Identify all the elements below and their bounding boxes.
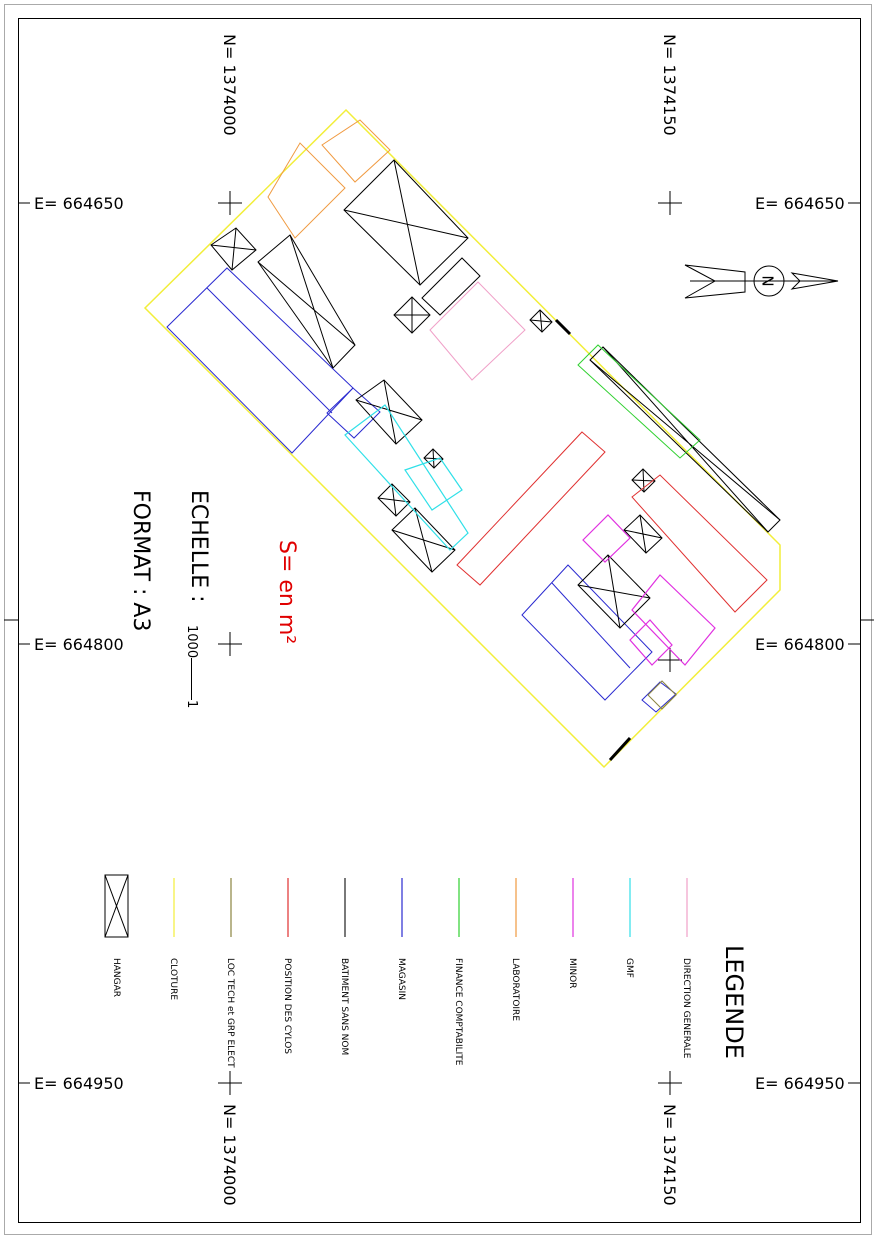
hangar: [577, 554, 651, 629]
grid-cross: [218, 191, 242, 215]
grid-cross: [658, 191, 682, 215]
cylo-position: [631, 474, 768, 613]
edge-tick: [18, 202, 860, 1084]
hangar: [529, 309, 553, 333]
hangar: [423, 448, 444, 469]
scale-text: ECHELLE :: [186, 490, 211, 603]
gmf-buildings: [344, 404, 469, 551]
scale-denominator: 1000: [184, 625, 199, 659]
legend-label-minor: MINOR: [567, 958, 577, 989]
grid-label-n-east-top: N= 1374150: [660, 34, 679, 136]
grid-label-n-west-bottom: N= 1374000: [220, 1104, 239, 1206]
north-arrow-head: [790, 272, 839, 290]
hangar: [343, 159, 469, 286]
minor-building: [582, 514, 631, 563]
gmf-building: [404, 457, 463, 511]
gmf-building: [344, 404, 469, 551]
legend-label-laboratoire: LABORATOIRE: [510, 958, 520, 1021]
fraction-bar: [191, 658, 192, 701]
hangar: [623, 514, 663, 554]
grid-cross: [218, 632, 242, 656]
magasin-divider: [551, 582, 631, 669]
magasin-building: [521, 564, 653, 701]
north-arrow-circle: [753, 265, 785, 297]
grid-label-e-bottom-right: E= 664950: [755, 1074, 845, 1093]
scale-fraction-box: 1000 1: [184, 625, 199, 708]
north-arrow: [684, 264, 839, 299]
laboratoire-buildings: [267, 119, 391, 239]
legend-hangar-symbol: [104, 874, 129, 938]
north-arrow-tail: [684, 264, 746, 299]
grid-label-e-mid-right: E= 664800: [755, 635, 845, 654]
hangar: [210, 227, 257, 271]
magasin-annex: [326, 387, 381, 439]
hangar: [377, 483, 411, 517]
minor-building: [631, 574, 716, 666]
legend-label-direction: DIRECTION GENERALE: [681, 958, 691, 1059]
direction-generale-building: [429, 281, 526, 381]
north-letter: N: [758, 275, 777, 287]
grid-cross: [218, 1071, 242, 1095]
scale-label: ECHELLE :: [186, 490, 211, 632]
grid-label-n-east-bottom: N= 1374150: [660, 1104, 679, 1206]
magasin-buildings: [166, 267, 677, 713]
format-label: FORMAT : A3: [128, 490, 153, 632]
finance-comptabilite-building: [577, 344, 701, 459]
loc-tech-building: [647, 680, 677, 710]
magasin-building: [166, 267, 354, 454]
magasin-divider: [206, 287, 333, 414]
magasin-annex: [641, 681, 677, 713]
hangar: [391, 507, 456, 573]
legend-label-finance: FINANCE COMPTABILITE: [453, 958, 463, 1066]
cloture-fence: [143, 108, 781, 769]
hangars: [210, 159, 781, 629]
legend-title: LEGENDE: [720, 945, 748, 1059]
surface-unit-note: S= en m²: [274, 540, 299, 645]
laboratoire-building: [267, 142, 346, 239]
legend-label-cloture: CLOTURE: [168, 958, 178, 1001]
grid-label-n-west-top: N= 1374000: [220, 34, 239, 136]
legend-label-batiment: BATIMENT SANS NOM: [339, 958, 349, 1056]
cylo-position: [456, 431, 606, 586]
hangar: [589, 346, 781, 533]
laboratoire-building: [321, 119, 391, 183]
legend-label-hangar: HANGAR: [111, 958, 121, 998]
grid-label-e-mid-left: E= 664800: [34, 635, 124, 654]
hangar: [257, 234, 356, 369]
scale-numerator: 1: [184, 700, 199, 709]
cylos-positions: [456, 431, 768, 613]
minor-building: [629, 619, 673, 666]
hangar: [393, 296, 431, 334]
grid-crosses: [4, 191, 874, 1095]
minor-buildings: [582, 514, 716, 666]
grid-label-e-top-left: E= 664650: [34, 194, 124, 213]
grid-cross: [658, 1071, 682, 1095]
grid-label-e-top-right: E= 664650: [755, 194, 845, 213]
gate: [554, 318, 572, 336]
grid-cross: [658, 648, 682, 672]
grid-label-e-bottom-left: E= 664950: [34, 1074, 124, 1093]
legend-symbols: [104, 874, 688, 938]
legend-label-gmf: GMF: [624, 958, 634, 978]
legend-label-magasin: MAGASIN: [396, 958, 406, 1000]
batiment-sans-nom: [421, 257, 481, 316]
gate: [608, 736, 632, 762]
legend-label-cylos: POSITION DES CYLOS: [282, 958, 292, 1055]
legend-label-loc-tech: LOC TECH et GRP ELECT: [225, 958, 235, 1068]
